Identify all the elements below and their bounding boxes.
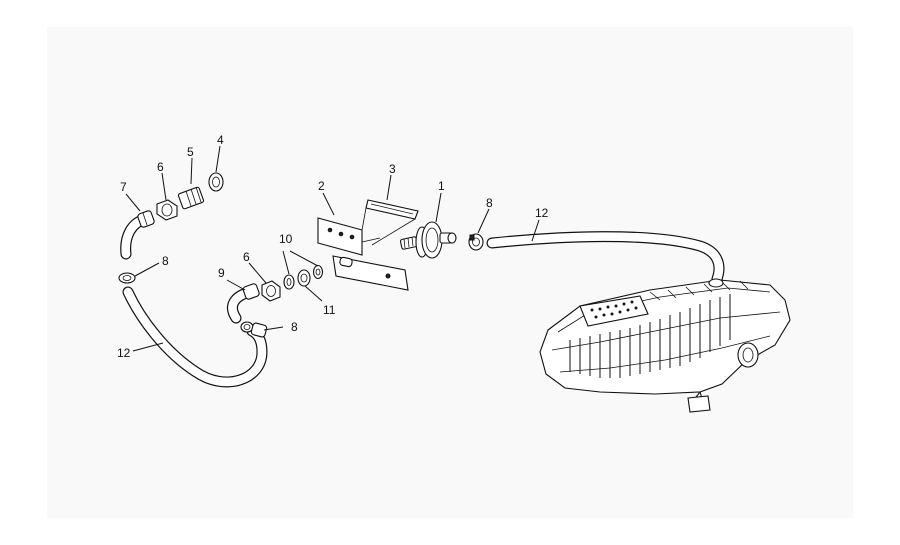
callout-2: 2 (318, 179, 325, 193)
clamp-8-mid (240, 321, 268, 338)
callout-9: 9 (218, 266, 225, 280)
callout-3: 3 (389, 162, 396, 176)
airbox (539, 278, 791, 413)
bracket-2 (317, 217, 409, 291)
hose-12-left (122, 286, 268, 388)
callout-5: 5 (187, 145, 194, 159)
airbox-texture (590, 300, 638, 319)
washer-10b (312, 264, 324, 280)
clamp-8-right (468, 233, 484, 251)
callout-6-mid: 6 (243, 250, 250, 264)
airbox-hose-inlet (708, 278, 724, 288)
callout-1: 1 (438, 179, 445, 193)
valve-1 (399, 221, 457, 259)
fitting-11 (297, 269, 311, 287)
fitting-7-union (137, 210, 155, 228)
clamp-8-left (118, 272, 136, 284)
nut-6-mid (261, 280, 281, 302)
airbox-top-panel (579, 295, 649, 327)
callout-11: 11 (323, 303, 336, 317)
callout-6-left: 6 (157, 160, 164, 174)
washer-4 (208, 172, 224, 192)
fitting-5 (177, 186, 205, 210)
callout-8-mid: 8 (291, 320, 298, 334)
callout-7: 7 (120, 180, 127, 194)
nut-6-left (156, 199, 178, 221)
airbox-fins (569, 294, 731, 378)
airbox-drain (687, 395, 711, 413)
callout-12-left: 12 (117, 346, 131, 360)
callout-8-right: 8 (486, 196, 493, 210)
fitting-9-union (242, 283, 260, 300)
airbox-outlet (737, 342, 759, 368)
callout-4: 4 (217, 133, 224, 147)
bracket-3 (361, 199, 419, 246)
callout-10: 10 (279, 232, 293, 246)
leader-lines (125, 145, 540, 352)
washer-10a (283, 274, 295, 290)
hose-12-right (486, 231, 725, 285)
callout-8-left: 8 (162, 254, 169, 268)
callout-12-right: 12 (535, 206, 549, 220)
